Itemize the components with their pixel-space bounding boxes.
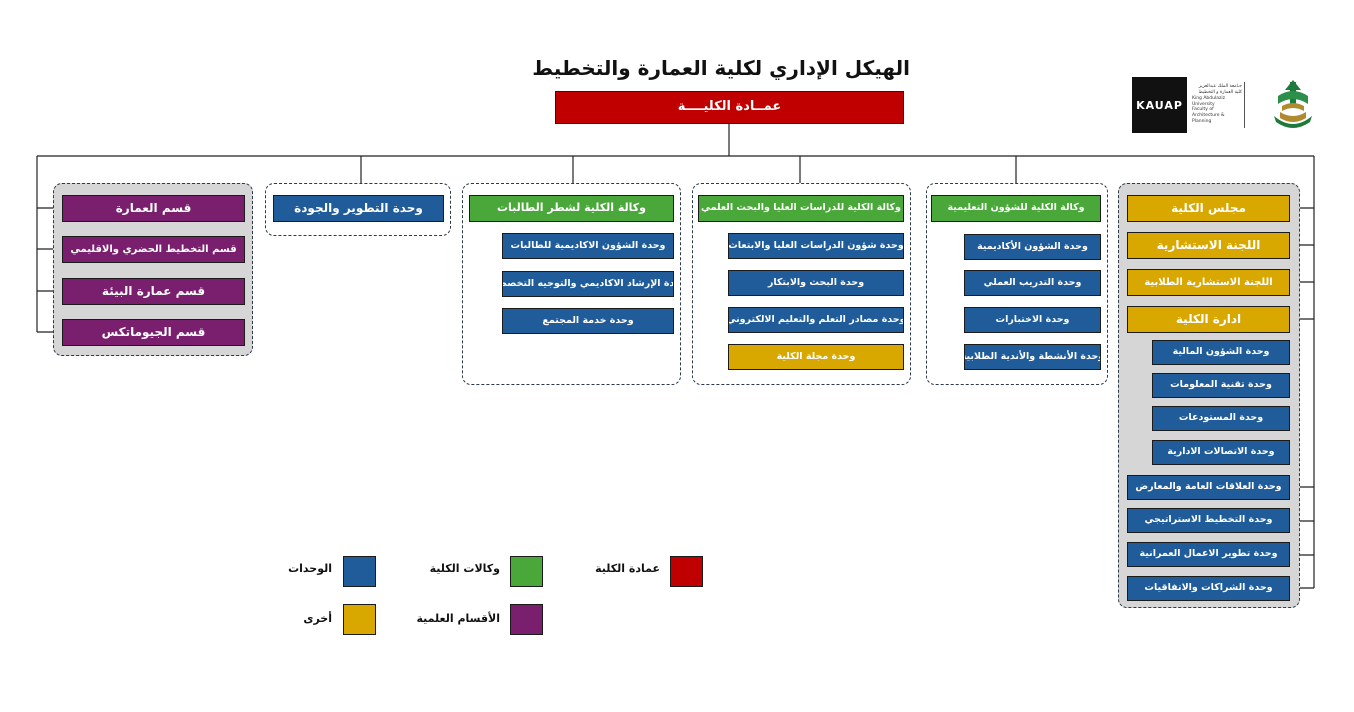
legend-label-departments: الأقسام العلمية xyxy=(416,612,500,625)
admin-unit-warehouses[interactable]: وحدة المستودعات xyxy=(1152,406,1290,431)
vice-female-head[interactable]: وكالة الكلية لشطر الطالبات xyxy=(469,195,674,222)
faculty-name-en: Faculty of Architecture & Planning xyxy=(1192,107,1225,125)
unit-urban-works[interactable]: وحدة تطوير الاعمال العمرانية xyxy=(1127,542,1290,567)
vice-education-head[interactable]: وكالة الكلية للشؤون التعليمية xyxy=(931,195,1101,222)
student-advisory-committee[interactable]: اللجنة الاستشارية الطلابية xyxy=(1127,269,1290,296)
college-administration[interactable]: ادارة الكلية xyxy=(1127,306,1290,333)
unit-public-relations[interactable]: وحدة العلاقات العامة والمعارض xyxy=(1127,475,1290,500)
female-unit-advising[interactable]: وحدة الإرشاد الاكاديمي والتوجيه التخصصي xyxy=(502,271,674,297)
legend-swatch-other xyxy=(343,604,376,635)
education-unit-training[interactable]: وحدة التدريب العملي xyxy=(964,270,1101,296)
department-landscape[interactable]: قسم عمارة البيئة xyxy=(62,278,245,305)
department-urban-planning[interactable]: قسم التخطيط الحضري والاقليمي xyxy=(62,236,245,263)
college-council[interactable]: مجلس الكلية xyxy=(1127,195,1290,222)
faculty-name-ar: كلية العمارة و التخطيط xyxy=(1198,89,1242,95)
university-logo-text: جـامعة الملك عبدالعزيز كلية العمارة و ال… xyxy=(1192,84,1242,125)
dean-box[interactable]: عمــادة الكليــــة xyxy=(555,91,904,124)
legend-label-dean: عمادة الكلية xyxy=(595,562,660,575)
research-unit-innovation[interactable]: وحدة البحث والابتكار xyxy=(728,270,904,296)
research-unit-graduate[interactable]: وحدة شؤون الدراسات العليا والابتعاث xyxy=(728,233,904,259)
admin-unit-finance[interactable]: وحدة الشؤون المالية xyxy=(1152,340,1290,365)
legend-swatch-dean xyxy=(670,556,703,587)
university-name-en: King Abdulaziz University xyxy=(1192,95,1225,107)
legend-swatch-units xyxy=(343,556,376,587)
university-name-ar: جـامعة الملك عبدالعزيز xyxy=(1198,84,1242,89)
unit-partnerships[interactable]: وحدة الشراكات والاتفاقيات xyxy=(1127,576,1290,601)
education-unit-exams[interactable]: وحدة الاختبارات xyxy=(964,307,1101,333)
research-unit-journal[interactable]: وحدة مجلة الكلية xyxy=(728,344,904,370)
female-unit-academic[interactable]: وحدة الشؤون الاكاديمية للطالبات xyxy=(502,233,674,259)
logo-divider xyxy=(1244,82,1245,128)
admin-unit-it[interactable]: وحدة تقنية المعلومات xyxy=(1152,373,1290,398)
education-unit-academic[interactable]: وحدة الشؤون الأكاديمية xyxy=(964,234,1101,260)
university-emblem-icon xyxy=(1274,80,1312,128)
legend-label-other: أخرى xyxy=(303,612,332,625)
department-architecture[interactable]: قسم العمارة xyxy=(62,195,245,222)
legend-label-vice: وكالات الكلية xyxy=(429,562,500,575)
admin-unit-communications[interactable]: وحدة الاتصالات الادارية xyxy=(1152,440,1290,465)
page-title: الهيكل الإداري لكلية العمارة والتخطيط xyxy=(532,56,910,80)
legend-label-units: الوحدات xyxy=(288,562,332,575)
kauap-logo: KAUAP xyxy=(1132,77,1187,133)
female-unit-community[interactable]: وحدة خدمة المجتمع xyxy=(502,308,674,334)
vice-research-head[interactable]: وكالة الكلية للدراسات العليا والبحث العل… xyxy=(698,195,904,222)
unit-strategic-planning[interactable]: وحدة التخطيط الاستراتيجي xyxy=(1127,508,1290,533)
advisory-committee[interactable]: اللجنة الاستشارية xyxy=(1127,232,1290,259)
legend-swatch-departments xyxy=(510,604,543,635)
research-unit-elearning[interactable]: وحدة مصادر التعلم والتعليم الالكتروني xyxy=(728,307,904,333)
legend-swatch-vice xyxy=(510,556,543,587)
quality-unit[interactable]: وحدة التطوير والجودة xyxy=(273,195,444,222)
department-geomatics[interactable]: قسم الجيوماتكس xyxy=(62,319,245,346)
education-unit-activities[interactable]: وحدة الأنشطة والأندية الطلابية xyxy=(964,344,1101,370)
